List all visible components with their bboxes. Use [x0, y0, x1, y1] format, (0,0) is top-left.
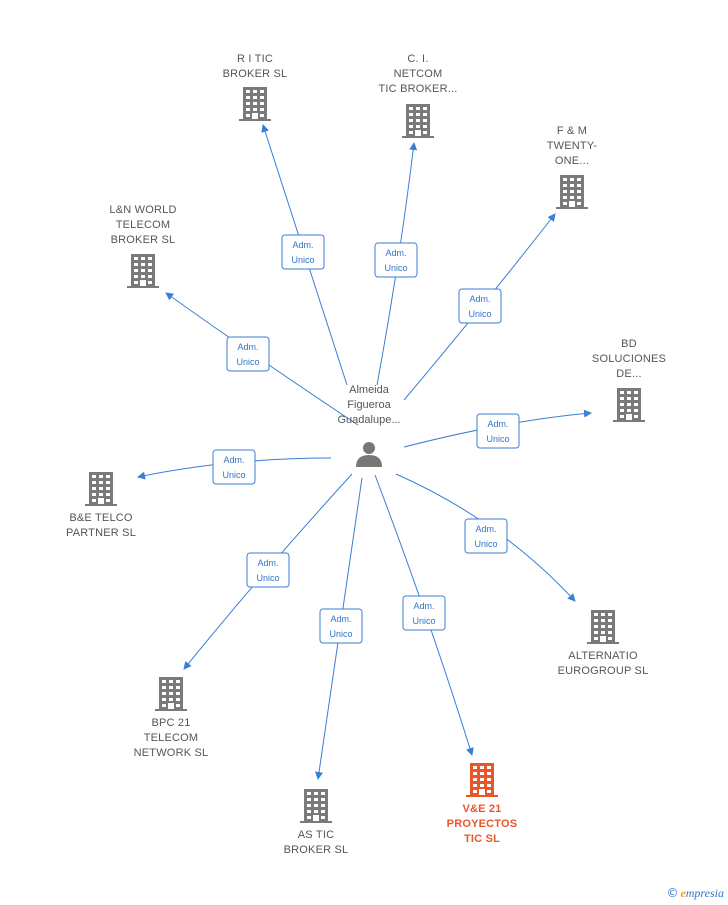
building-icon: [556, 175, 588, 209]
person-label-line: Guadalupe...: [338, 414, 401, 426]
edge-label-line: Unico: [222, 470, 245, 480]
company-label-line: PROYECTOS: [447, 818, 518, 830]
edges-layer: [137, 124, 592, 780]
company-node-bpc21[interactable]: BPC 21 TELECOM NETWORK SL: [134, 677, 209, 759]
company-node-fm[interactable]: F & M TWENTY- ONE...: [547, 125, 598, 209]
person-label-line: Figueroa: [347, 399, 391, 411]
edge-label-line: Unico: [486, 434, 509, 444]
company-label-line: ALTERNATIO: [568, 650, 638, 662]
edge-label-line: Unico: [468, 309, 491, 319]
company-label-line: TIC BROKER...: [379, 83, 458, 95]
building-icon: [587, 610, 619, 644]
company-label-line: ONE...: [555, 155, 589, 167]
edge-label-line: Unico: [474, 539, 497, 549]
building-icon: [239, 87, 271, 121]
person-icon: [356, 442, 382, 467]
center-node[interactable]: AlmeidaFigueroaGuadalupe...: [338, 384, 401, 467]
edge-label-bd[interactable]: Adm. Unico: [476, 413, 520, 449]
edge-label-line: Unico: [384, 263, 407, 273]
company-label-line: B&E TELCO: [69, 512, 133, 524]
building-icon: [466, 763, 498, 797]
company-label-line: TELECOM: [116, 219, 171, 231]
edge-label-line: Adm.: [487, 419, 508, 429]
company-node-ritic[interactable]: R I TIC BROKER SL: [223, 53, 288, 121]
edge-label-betelco[interactable]: Adm. Unico: [212, 449, 256, 485]
company-label-line: C. I.: [407, 53, 428, 65]
company-label-line: NETCOM: [394, 68, 443, 80]
edge-label-line: Adm.: [475, 524, 496, 534]
company-label-line: BPC 21: [151, 717, 190, 729]
edge-label-ve21[interactable]: Adm. Unico: [402, 595, 446, 631]
company-label-line: DE...: [616, 368, 641, 380]
edge-labels-layer: Adm.UnicoAdm.UnicoAdm.UnicoAdm.UnicoAdm.…: [212, 234, 520, 644]
brand-initial: e: [680, 886, 686, 900]
edge-label-line: Adm.: [330, 614, 351, 624]
edge-label-lnworld[interactable]: Adm. Unico: [226, 336, 270, 372]
building-icon: [127, 254, 159, 288]
company-label-line: L&N WORLD: [109, 204, 176, 216]
nodes-layer: R I TIC BROKER SL C. I. NETCOM TIC BROKER...…: [66, 53, 666, 856]
company-label-line: TIC SL: [464, 833, 500, 845]
edge-label-line: Adm.: [469, 294, 490, 304]
person-label-line: Almeida: [349, 384, 390, 396]
company-label-line: PARTNER SL: [66, 527, 136, 539]
company-label-line: NETWORK SL: [134, 747, 209, 759]
footer-brand: ©empresia: [666, 886, 724, 901]
company-node-astic[interactable]: AS TIC BROKER SL: [284, 789, 349, 856]
company-node-cinetcom[interactable]: C. I. NETCOM TIC BROKER...: [379, 53, 458, 138]
company-label-line: SOLUCIONES: [592, 353, 666, 365]
building-icon: [155, 677, 187, 711]
edge-label-line: Unico: [291, 255, 314, 265]
edge-label-line: Adm.: [223, 455, 244, 465]
company-node-bd[interactable]: BD SOLUCIONES DE...: [592, 338, 666, 422]
edge-label-line: Unico: [329, 629, 352, 639]
edge-label-line: Adm.: [413, 601, 434, 611]
company-node-alternatio[interactable]: ALTERNATIO EUROGROUP SL: [558, 610, 649, 677]
company-label-line: BROKER SL: [223, 68, 288, 80]
edge-label-line: Unico: [256, 573, 279, 583]
edge-label-line: Adm.: [257, 558, 278, 568]
edge-label-bpc21[interactable]: Adm. Unico: [246, 552, 290, 588]
company-label-line: BROKER SL: [284, 844, 349, 856]
edge-label-line: Adm.: [237, 342, 258, 352]
company-label-line: BROKER SL: [111, 234, 176, 246]
copyright-icon: ©: [666, 886, 679, 900]
edge-label-alternatio[interactable]: Adm. Unico: [464, 518, 508, 554]
company-label-line: EUROGROUP SL: [558, 665, 649, 677]
building-icon: [300, 789, 332, 823]
building-icon: [613, 388, 645, 422]
edge-label-line: Adm.: [385, 248, 406, 258]
company-label-line: R I TIC: [237, 53, 273, 65]
company-node-lnworld[interactable]: L&N WORLD TELECOM BROKER SL: [109, 204, 176, 288]
company-label-line: AS TIC: [298, 829, 334, 841]
company-label-line: TELECOM: [144, 732, 199, 744]
company-label-line: F & M: [557, 125, 587, 137]
edge-label-fm[interactable]: Adm. Unico: [458, 288, 502, 324]
building-icon: [85, 472, 117, 506]
edge-label-cinetcom[interactable]: Adm. Unico: [374, 242, 418, 278]
building-icon: [402, 104, 434, 138]
company-label-line: TWENTY-: [547, 140, 598, 152]
company-node-ve21[interactable]: V&E 21 PROYECTOS TIC SL: [447, 763, 518, 845]
edge-label-line: Unico: [236, 357, 259, 367]
company-node-betelco[interactable]: B&E TELCO PARTNER SL: [66, 472, 136, 539]
company-label-line: V&E 21: [462, 803, 501, 815]
company-label-line: BD: [621, 338, 637, 350]
edge-label-line: Unico: [412, 616, 435, 626]
edge-label-ritic[interactable]: Adm. Unico: [281, 234, 325, 270]
brand-name: mpresia: [685, 886, 724, 900]
edge-label-line: Adm.: [292, 240, 313, 250]
edge-label-astic[interactable]: Adm. Unico: [319, 608, 363, 644]
